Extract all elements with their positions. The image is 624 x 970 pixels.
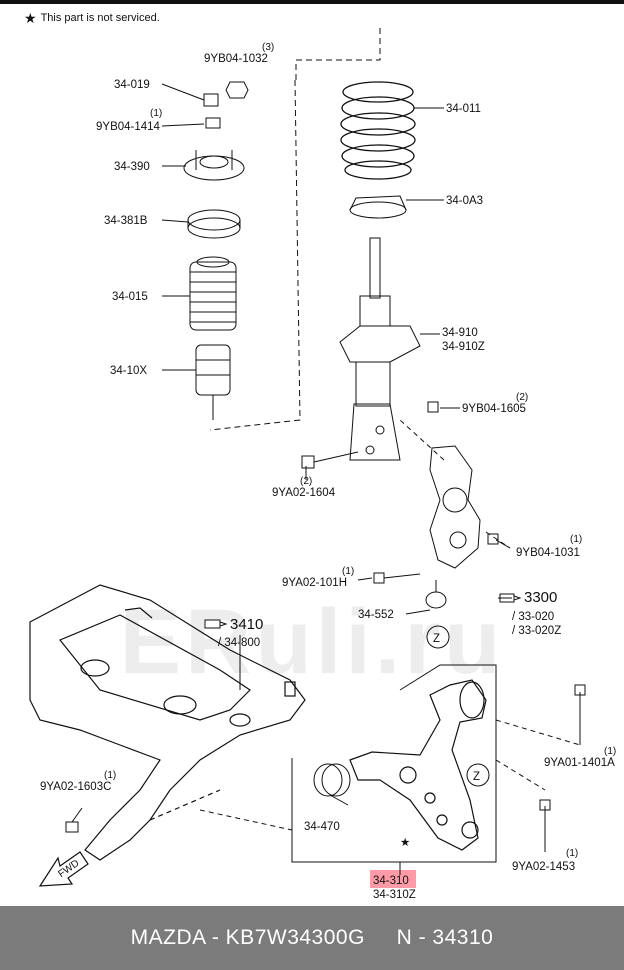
bushing-34-470 — [313, 763, 351, 797]
footer-text: MAZDA - KB7W34300G N - 34310 — [130, 926, 494, 949]
notice: ★ This part is not serviced. — [24, 10, 160, 26]
footer-bar: MAZDA - KB7W34300G N - 34310 — [0, 906, 624, 970]
label-qty: (2) — [300, 476, 312, 487]
steering-knuckle — [429, 445, 481, 569]
label-ref: 3410 — [230, 616, 263, 633]
coil-spring — [340, 81, 416, 180]
strut-dashed-outline — [295, 28, 381, 80]
ref-arrow-icon-3300 — [499, 593, 522, 603]
label-part: 9YA02-1604 — [272, 487, 336, 499]
z-marker-2 — [466, 763, 490, 787]
top-border — [0, 0, 624, 4]
arm-bolts — [65, 684, 586, 852]
mount-bearing — [187, 209, 241, 239]
label-ref: / 33-020 — [512, 611, 554, 623]
label-part: 9YA02-1603C — [40, 781, 111, 793]
label-z: Z — [433, 633, 440, 645]
label-part: 9YB04-1414 — [96, 121, 161, 133]
shock-absorber — [339, 237, 421, 461]
label-part: 34-552 — [358, 609, 394, 621]
label-part: 34-0A3 — [446, 195, 483, 207]
lower-control-arm — [349, 679, 487, 851]
strut-mount — [183, 150, 245, 181]
label-qty: (3) — [262, 42, 274, 53]
label-part: 9YB04-1032 — [204, 53, 268, 65]
z-marker-1 — [426, 625, 450, 649]
spring-seat — [349, 195, 407, 219]
label-qty: (1) — [570, 534, 582, 545]
label-qty: (1) — [566, 848, 578, 859]
label-ref: / 34-800 — [218, 637, 260, 649]
label-part: 9YA02-1453 — [512, 861, 575, 873]
highlight-34-310 — [370, 870, 416, 888]
front-subframe — [29, 584, 306, 861]
label-part: 34-10X — [110, 365, 147, 377]
bracket-34-552 — [425, 580, 447, 609]
arm-dashed-outline — [291, 664, 497, 863]
star-icon: ★ — [24, 10, 37, 26]
top-nut — [203, 81, 249, 129]
dust-boot — [189, 256, 237, 331]
ref-arrow-icon-3410 — [204, 619, 228, 629]
label-part: 34-011 — [446, 103, 481, 115]
label-qty: (1) — [342, 566, 354, 577]
bump-stop — [195, 344, 231, 420]
label-part: 34-019 — [114, 79, 150, 91]
label-part: 9YB04-1605 — [462, 403, 526, 415]
not-serviced-star: ★ — [400, 837, 410, 849]
label-part: 34-910 — [442, 327, 478, 339]
fwd-arrow-icon — [38, 851, 89, 887]
label-qty: (1) — [150, 108, 162, 119]
label-z: Z — [473, 771, 480, 783]
parts-diagram: (3) 9YB04-1032 34-019 (1) 9YB04-1414 34-… — [29, 28, 616, 901]
label-part-highlighted: 34-310 — [373, 875, 409, 887]
label-part: 9YB04-1031 — [516, 547, 580, 559]
label-qty: (1) — [104, 770, 116, 781]
label-qty: (2) — [516, 392, 528, 403]
label-part: 9YA01-1401A — [544, 757, 615, 769]
label-part: 34-015 — [112, 291, 148, 303]
label-part: 34-470 — [304, 821, 340, 833]
label-part: 34-310Z — [373, 889, 416, 901]
label-part: 34-390 — [114, 161, 150, 173]
label-ref: 3300 — [524, 589, 557, 606]
label-ref: / 33-020Z — [512, 625, 561, 637]
notice-text: This part is not serviced. — [40, 12, 160, 24]
bolts — [301, 401, 499, 584]
label-qty: (1) — [604, 746, 616, 757]
label-part: 34-381B — [104, 215, 148, 227]
label-part: 34-910Z — [442, 341, 485, 353]
label-part: 9YA02-101H — [282, 577, 347, 589]
